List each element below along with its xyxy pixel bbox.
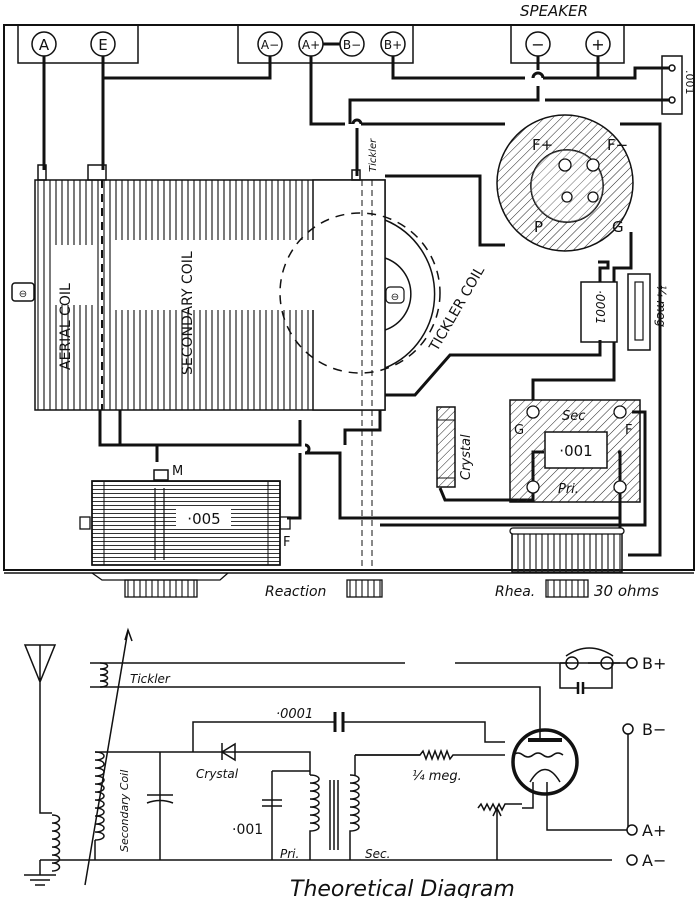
- svg-text:⊖: ⊖: [19, 289, 27, 300]
- th-grid-leak-label: ¼ meg.: [412, 769, 462, 784]
- var-cap-f-label: F: [283, 535, 290, 550]
- valve-holder: F+ F− P G: [496, 114, 634, 252]
- crystal-label: Crystal: [459, 434, 474, 480]
- reaction-label: Reaction: [265, 584, 326, 600]
- aerial-coil-label: AERIAL COIL: [58, 283, 74, 370]
- th-pri-label: Pri.: [280, 847, 299, 861]
- rhea-label: Rhea.: [495, 584, 535, 600]
- transformer-cap-label: ·001: [559, 442, 592, 460]
- transformer-g-label: G: [514, 423, 524, 438]
- terminal-a-minus-label: A−: [261, 38, 279, 52]
- speaker-minus-label: −: [531, 35, 544, 54]
- variable-condenser: ·005 M F: [79, 464, 291, 566]
- speaker-label: SPEAKER: [520, 2, 588, 20]
- theoretical-terminals: B+ B− A+ A−: [622, 654, 666, 870]
- rheostat-knob[interactable]: [545, 579, 589, 598]
- term-bplus-label: B+: [642, 654, 666, 673]
- crystal-detector: Crystal: [436, 406, 474, 488]
- term-bminus-label: B−: [642, 720, 666, 739]
- aerial-icon: [23, 644, 57, 814]
- grid-leak: ¼ meg: [627, 273, 668, 351]
- terminal-earth-label: E: [98, 36, 107, 54]
- var-cap-m-label: M: [172, 464, 183, 479]
- bypass-capacitor: .001: [661, 55, 696, 115]
- pin-fminus-label: F−: [607, 136, 628, 154]
- battery-terminal-strip: A− A+ B− B+: [237, 24, 414, 64]
- var-cap-value-label: ·005: [187, 510, 220, 528]
- th-pri-cap-label: ·001: [232, 822, 263, 838]
- terminal-b-plus-label: B+: [384, 38, 402, 52]
- th-grid-cap-label: ·0001: [276, 707, 313, 722]
- transformer-pri-label: Pri.: [558, 482, 579, 497]
- tuning-knob[interactable]: [91, 572, 229, 598]
- th-sec-label: Sec.: [365, 847, 390, 861]
- coil-former: ⊖ AERIAL COIL SECONDARY COIL: [11, 164, 386, 570]
- term-aplus-label: A+: [642, 821, 666, 840]
- bypass-cap-label: .001: [683, 70, 696, 95]
- secondary-coil-label: SECONDARY COIL: [180, 251, 196, 375]
- grid-leak-label: ¼ meg: [654, 285, 668, 328]
- aerial-earth-terminal-strip: A E: [17, 24, 139, 64]
- term-aminus-label: A−: [642, 851, 666, 870]
- earth-icon: [24, 860, 56, 886]
- tickler-tag-label: Tickler: [368, 138, 379, 172]
- theoretical-diagram: [23, 627, 629, 886]
- rheostat: [509, 527, 625, 573]
- tickler-coil-label: TICKLER COIL: [426, 263, 488, 354]
- th-secondary-label: Secondary Coil: [118, 770, 131, 852]
- th-crystal-label: Crystal: [196, 767, 239, 781]
- grid-cap-label: ·0001: [593, 290, 607, 324]
- speaker-plus-label: +: [591, 35, 604, 54]
- aerial-coil-symbol: [51, 814, 61, 872]
- transformer-f-label: F: [625, 423, 632, 438]
- terminal-a-plus-label: A+: [302, 38, 320, 52]
- terminal-b-minus-label: B−: [343, 38, 361, 52]
- svg-text:⊖: ⊖: [391, 292, 399, 303]
- terminal-aerial-label: A: [39, 36, 50, 54]
- speaker-terminal-strip: − +: [510, 24, 625, 64]
- pin-g-label: G: [612, 218, 624, 236]
- rhea-value-label: 30 ohms: [594, 582, 659, 600]
- theoretical-diagram-title: Theoretical Diagram: [290, 877, 515, 898]
- pin-fplus-label: F+: [532, 136, 553, 154]
- grid-condenser: ·0001: [580, 281, 618, 343]
- reaction-knob[interactable]: [346, 579, 383, 598]
- pin-p-label: P: [534, 218, 543, 236]
- intervalve-transformer: Sec Pri. G F ·001: [509, 399, 641, 503]
- th-tickler-label: Tickler: [130, 672, 171, 686]
- transformer-sec-label: Sec: [562, 409, 585, 424]
